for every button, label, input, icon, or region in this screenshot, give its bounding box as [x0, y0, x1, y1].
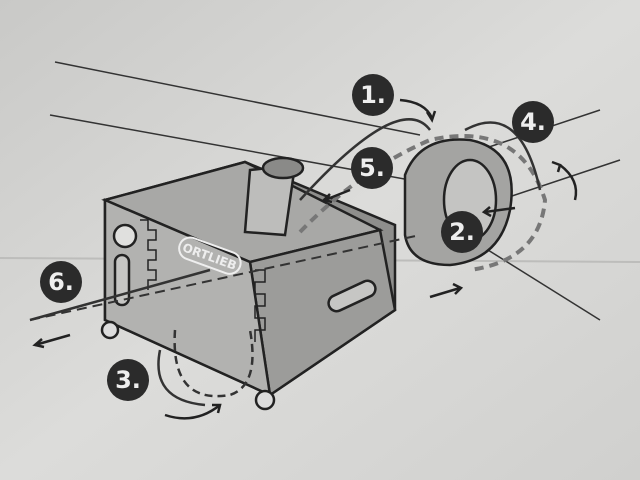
lever [243, 156, 305, 237]
direction-arrows [32, 98, 578, 420]
teeth [140, 219, 266, 342]
step-2-badge: 2. [441, 211, 483, 253]
step-4-badge: 4. [512, 101, 554, 143]
step-5-badge: 5. [351, 147, 393, 189]
step-1-badge: 1. [352, 74, 394, 116]
step-6-badge: 6. [40, 261, 82, 303]
step-3-badge: 3. [107, 359, 149, 401]
